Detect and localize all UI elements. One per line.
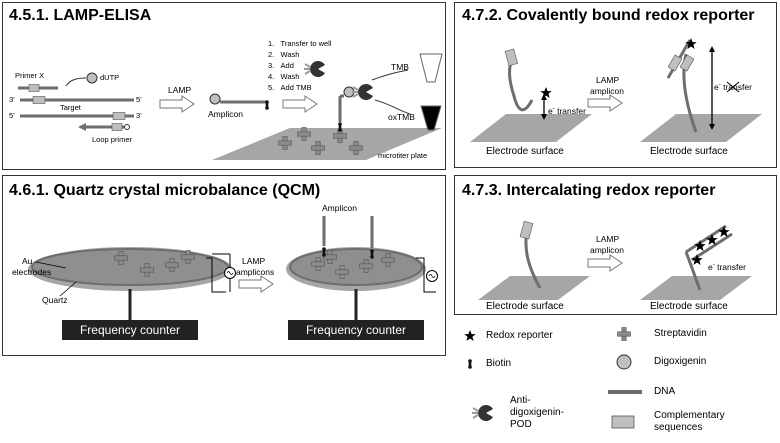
- qcm-title: 4.6.1. Quartz crystal microbalance (QCM): [9, 182, 321, 199]
- oxtmb-label: oxTMB: [388, 112, 415, 122]
- covalent-graphics: [470, 38, 762, 142]
- transfer-text-3: transfer: [714, 261, 746, 272]
- transfer-text-2: transfer: [720, 81, 752, 92]
- lamp-elisa-graphics: [18, 53, 443, 160]
- three-prime-a: 3’: [9, 95, 15, 104]
- target-label: Target: [60, 103, 81, 112]
- covalent-amplicon-label: amplicon: [590, 86, 625, 96]
- legend-digoxigenin: Digoxigenin: [654, 356, 707, 367]
- intercalating-graphics: [478, 220, 752, 300]
- microtiter-plate-label: microtiter plate: [378, 151, 428, 160]
- intercalating-amplicon-label: amplicon: [590, 245, 625, 255]
- step-2-number: 2.: [268, 50, 275, 59]
- lamp-arrow-label: LAMP: [168, 85, 192, 95]
- intercalating-electrode-2: Electrode surface: [650, 301, 728, 312]
- step-3-text: Add: [280, 61, 294, 70]
- legend-anti-dig-3: POD: [510, 419, 532, 430]
- intercalating-e-transfer: e- transfer: [708, 261, 746, 272]
- step-3-number: 3.: [268, 61, 275, 70]
- e-symbol-3: e: [708, 261, 713, 272]
- intercalating-lamp-label: LAMP: [596, 234, 620, 244]
- intercalating-title: 4.7.3. Intercalating redox reporter: [462, 182, 716, 199]
- three-prime-b: 3’: [136, 111, 142, 120]
- legend-graphics: [464, 327, 642, 429]
- qcm-graphics: [28, 216, 438, 320]
- au-electrodes-label-2: electrodes: [12, 267, 52, 277]
- step-4-number: 4.: [268, 72, 275, 81]
- qcm-amplicons-label: amplicons: [236, 267, 275, 277]
- e-symbol-2: e: [714, 81, 719, 92]
- covalent-e-transfer-2: e- transfer: [714, 81, 752, 92]
- step-1-text: Transfer to well: [280, 39, 332, 48]
- legend-anti-dig-1: Anti-: [510, 395, 531, 406]
- frequency-counter-1: Frequency counter: [62, 320, 198, 340]
- legend-redox-reporter: Redox reporter: [486, 330, 553, 341]
- intercalating-electrode-1: Electrode surface: [486, 301, 564, 312]
- step-5-number: 5.: [268, 83, 275, 92]
- transfer-text-1: transfer: [554, 105, 586, 116]
- quartz-label: Quartz: [42, 295, 68, 305]
- primer-x-label: Primer X: [15, 71, 45, 80]
- qcm-lamp-label: LAMP: [242, 256, 266, 266]
- e-symbol-1: e: [548, 105, 553, 116]
- five-prime-a: 5’: [136, 95, 142, 104]
- qcm-amplicon-label: Amplicon: [322, 203, 357, 213]
- legend-anti-dig-2: digoxigenin-: [510, 407, 564, 418]
- step-2: 2. Wash: [268, 51, 299, 59]
- au-electrodes-label-1: Au: [22, 256, 33, 266]
- loop-primer-label: Loop primer: [92, 135, 133, 144]
- legend-complementary-1: Complementary: [654, 410, 725, 421]
- dutp-label: dUTP: [100, 73, 120, 82]
- covalent-title: 4.7.2. Covalently bound redox reporter: [462, 7, 755, 24]
- covalent-lamp-label: LAMP: [596, 75, 620, 85]
- legend-complementary-2: sequences: [654, 422, 703, 433]
- legend-streptavidin: Streptavidin: [654, 328, 707, 339]
- lamp-elisa-title: 4.5.1. LAMP-ELISA: [9, 7, 152, 24]
- step-5: 5. Add TMB: [268, 84, 312, 92]
- frequency-counter-2: Frequency counter: [288, 320, 424, 340]
- legend-biotin: Biotin: [486, 358, 512, 369]
- step-3: 3. Add: [268, 62, 294, 70]
- five-prime-b: 5’: [9, 111, 15, 120]
- covalent-electrode-1: Electrode surface: [486, 146, 564, 157]
- step-4-text: Wash: [280, 72, 300, 81]
- tmb-label: TMB: [391, 62, 409, 72]
- covalent-e-transfer-1: e- transfer: [548, 105, 586, 116]
- amplicon-label: Amplicon: [208, 109, 243, 119]
- step-4: 4. Wash: [268, 73, 299, 81]
- step-2-text: Wash: [280, 50, 300, 59]
- step-5-text: Add TMB: [280, 83, 312, 92]
- step-1-number: 1.: [268, 39, 275, 48]
- covalent-electrode-2: Electrode surface: [650, 146, 728, 157]
- step-1: 1. Transfer to well: [268, 40, 332, 48]
- legend-dna: DNA: [654, 386, 676, 397]
